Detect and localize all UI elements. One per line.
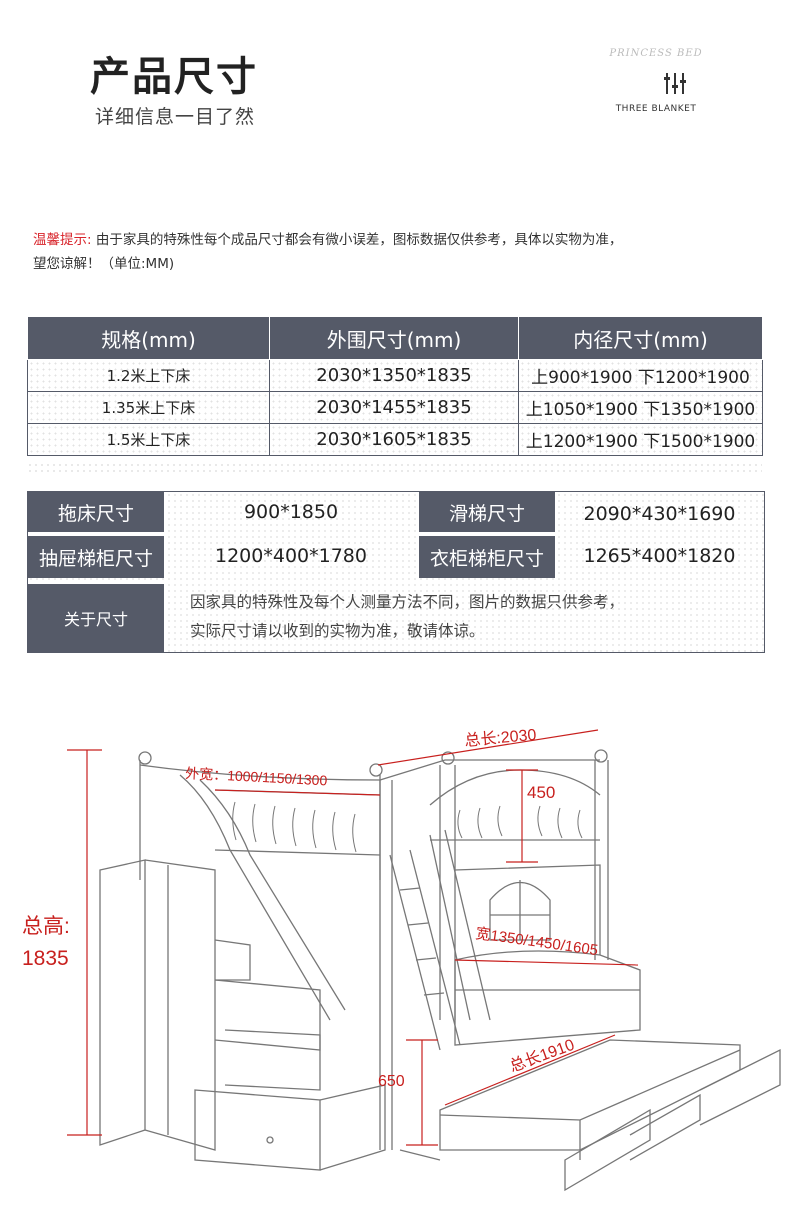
brand-name: THREE BLANKET <box>615 104 697 114</box>
drawer-stair-label: 抽屉梯柜尺寸 <box>28 536 164 578</box>
brand-logo-icon <box>664 73 686 94</box>
total-length-label: 总长:2030 <box>464 726 537 750</box>
spec-cell: 1.35米上下床 <box>27 391 270 424</box>
trundle-value: 900*1850 <box>243 501 339 523</box>
outer-width-label: 外宽：1000/1150/1300 <box>185 765 328 788</box>
page-subtitle: 详细信息一目了然 <box>95 106 256 128</box>
about-text: 因家具的特殊性及每个人测量方法不同，图片的数据只供参考， 实际尺寸请以收到的实物… <box>190 588 624 646</box>
rail-height-label: 450 <box>527 783 555 802</box>
inner-cell: 上1200*1900 下1500*1900 <box>518 423 763 456</box>
notice-line2: 望您谅解！（单位:MM) <box>33 256 175 272</box>
inner-cell: 上1050*1900 下1350*1900 <box>518 391 763 424</box>
notice-text: 温馨提示: 由于家具的特殊性每个成品尺寸都会有微小误差，图标数据仅供参考，具体以… <box>33 228 763 276</box>
slide-value: 2090*430*1690 <box>583 503 736 525</box>
header-outer: 外围尺寸(mm) <box>269 316 519 360</box>
table-row: 1.2米上下床 2030*1350*1835 上900*1900 下1200*1… <box>27 359 763 392</box>
lower-height-label: 650 <box>378 1073 405 1090</box>
total-height-value: 1835 <box>22 947 69 970</box>
outer-cell: 2030*1350*1835 <box>269 359 519 392</box>
drawer-stair-value: 1200*400*1780 <box>215 545 367 567</box>
table-row: 1.35米上下床 2030*1455*1835 上1050*1900 下1350… <box>27 391 763 424</box>
dimension-lines <box>67 729 639 1146</box>
inner-cell: 上900*1900 下1200*1900 <box>518 359 763 392</box>
wardrobe-stair-label: 衣柜梯柜尺寸 <box>419 536 555 578</box>
trundle-label: 拖床尺寸 <box>28 492 164 532</box>
total-height-label: 总高: <box>22 915 70 938</box>
spec-cell: 1.2米上下床 <box>27 359 270 392</box>
outer-cell: 2030*1455*1835 <box>269 391 519 424</box>
page-title: 产品尺寸 <box>90 54 258 100</box>
about-line2: 实际尺寸请以收到的实物为准，敬请体谅。 <box>190 622 485 640</box>
about-line1: 因家具的特殊性及每个人测量方法不同，图片的数据只供参考， <box>190 593 625 611</box>
slide-label: 滑梯尺寸 <box>419 492 555 532</box>
dotted-divider <box>27 462 762 476</box>
notice-line1: 由于家具的特殊性每个成品尺寸都会有微小误差，图标数据仅供参考，具体以实物为准， <box>91 232 623 248</box>
spec-table-header: 规格(mm) 外围尺寸(mm) 内径尺寸(mm) <box>27 316 763 360</box>
about-label: 关于尺寸 <box>28 584 164 652</box>
spec-cell: 1.5米上下床 <box>27 423 270 456</box>
header-inner: 内径尺寸(mm) <box>518 316 763 360</box>
outer-cell: 2030*1605*1835 <box>269 423 519 456</box>
header-spec: 规格(mm) <box>27 316 270 360</box>
table-row: 1.5米上下床 2030*1605*1835 上1200*1900 下1500*… <box>27 423 763 456</box>
wardrobe-stair-value: 1265*400*1820 <box>583 545 736 567</box>
brand-script-text: PRINCESS BED <box>609 48 703 59</box>
spec-table: 规格(mm) 外围尺寸(mm) 内径尺寸(mm) 1.2米上下床 2030*13… <box>27 316 763 456</box>
notice-label: 温馨提示: <box>33 232 92 248</box>
bed-dimension-diagram: 总长:2030 外宽：1000/1150/1300 450 总高: 1835 宽… <box>22 726 781 1192</box>
bunk-bed-sketch <box>99 749 781 1192</box>
extra-dimensions-table: 拖床尺寸 900*1850 滑梯尺寸 2090*430*1690 抽屉梯柜尺寸 … <box>27 491 765 653</box>
bed-length-label: 总长1910 <box>507 1036 577 1076</box>
